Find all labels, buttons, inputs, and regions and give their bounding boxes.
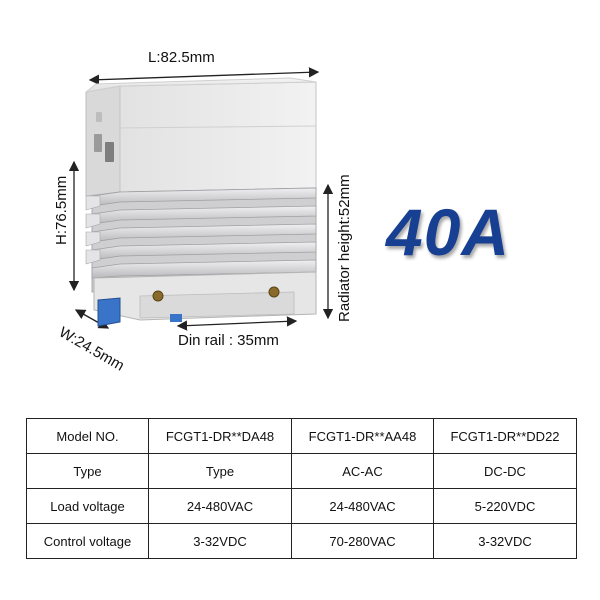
current-rating: 40A	[386, 195, 511, 269]
table-row: Load voltage 24-480VAC 24-480VAC 5-220VD…	[26, 488, 577, 524]
din-rail-dimension: Din rail : 35mm	[176, 316, 298, 349]
table-row: Control voltage 3-32VDC 70-280VAC 3-32VD…	[26, 523, 577, 559]
radiator-height-dimension: Radiator height:52mm	[322, 174, 353, 322]
table-cell: 5-220VDC	[433, 488, 577, 524]
table-cell: DC-DC	[433, 453, 577, 489]
table-row: Type Type AC-AC DC-DC	[26, 453, 577, 489]
table-row: Model NO. FCGT1-DR**DA48 FCGT1-DR**AA48 …	[26, 418, 577, 454]
din-clip	[97, 297, 121, 327]
table-cell: Type	[148, 453, 292, 489]
radiator-height-label: Radiator height:52mm	[336, 174, 353, 322]
screw-icon	[152, 290, 164, 302]
spec-table: Model NO. FCGT1-DR**DA48 FCGT1-DR**AA48 …	[26, 418, 577, 559]
width-label: W:24.5mm	[56, 324, 127, 375]
table-cell: Load voltage	[26, 488, 149, 524]
table-cell: FCGT1-DR**DD22	[433, 418, 577, 454]
relay-module-illustration	[85, 77, 317, 327]
table-cell: 70-280VAC	[291, 523, 434, 559]
table-cell: AC-AC	[291, 453, 434, 489]
height-dimension: H:76.5mm	[53, 160, 80, 292]
table-cell: Type	[26, 453, 149, 489]
screw-icon	[268, 286, 280, 298]
table-cell: 24-480VAC	[291, 488, 434, 524]
table-cell: FCGT1-DR**DA48	[148, 418, 292, 454]
din-rail-label: Din rail : 35mm	[178, 332, 279, 349]
table-cell: Control voltage	[26, 523, 149, 559]
height-label: H:76.5mm	[53, 176, 70, 245]
table-cell: 24-480VAC	[148, 488, 292, 524]
length-label: L:82.5mm	[148, 49, 215, 66]
table-cell: 3-32VDC	[433, 523, 577, 559]
length-dimension: L:82.5mm	[88, 49, 320, 85]
product-diagram: L:82.5mm H:76.5mm W:24.5mm Din rail : 35…	[53, 49, 353, 375]
table-cell: FCGT1-DR**AA48	[291, 418, 434, 454]
table-cell: 3-32VDC	[148, 523, 292, 559]
table-cell: Model NO.	[26, 418, 149, 454]
heatsink-fins	[85, 187, 317, 279]
